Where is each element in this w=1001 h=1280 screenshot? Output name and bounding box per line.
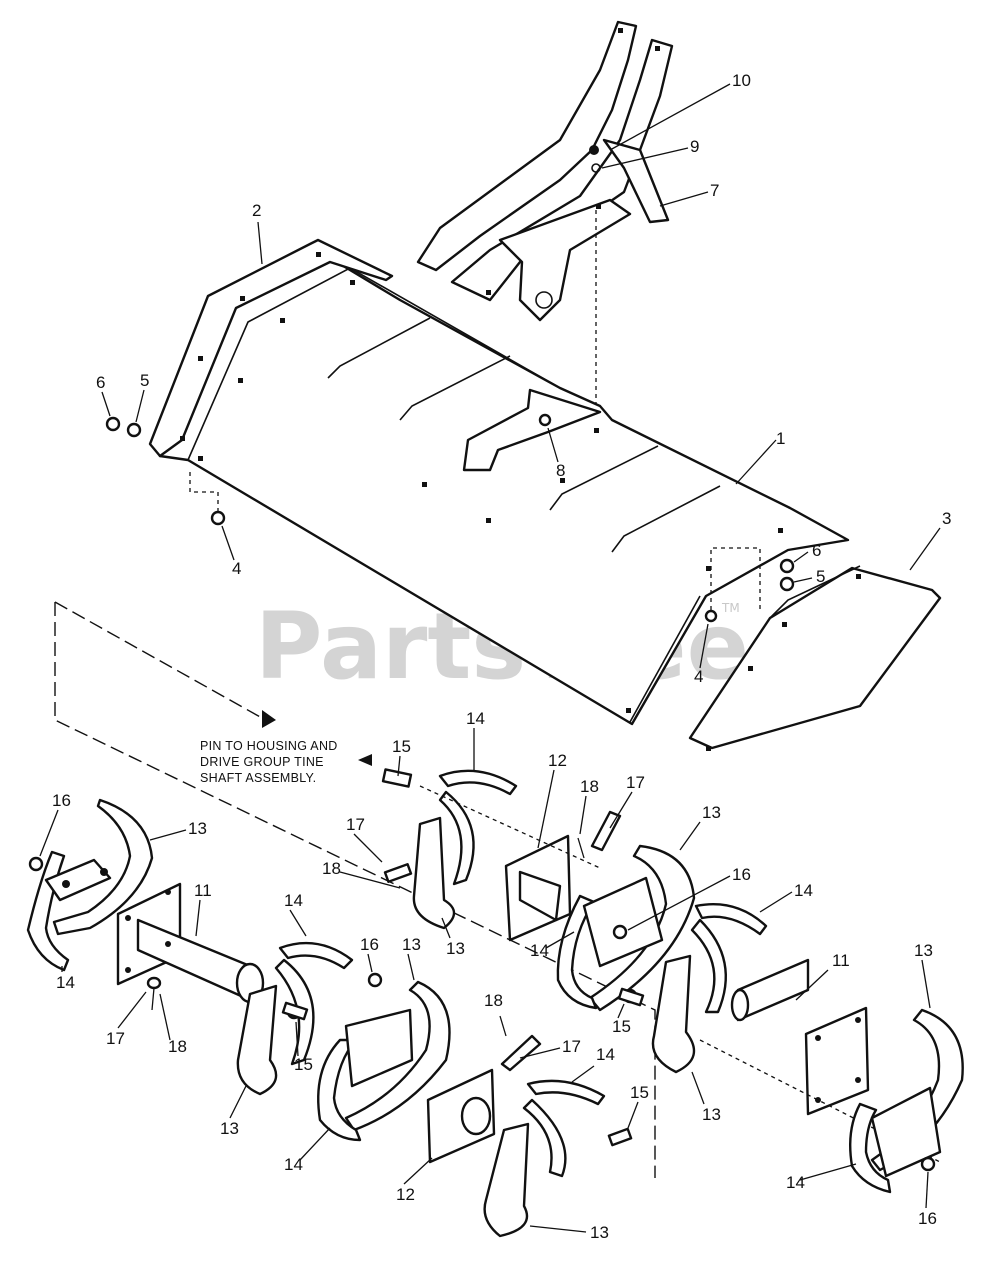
washer-5-right: [779, 576, 795, 592]
callout-13-c: 13: [188, 819, 207, 838]
callout-16-d: 16: [918, 1209, 937, 1228]
callout-18-d: 18: [484, 991, 503, 1010]
callout-12-a: 12: [548, 751, 567, 770]
pin-leader: [54, 602, 656, 1178]
callout-8: 8: [556, 461, 565, 480]
callout-17-a: 17: [626, 773, 645, 792]
watermark-trademark: TM: [721, 601, 740, 615]
callout-18-c: 18: [168, 1037, 187, 1056]
callout-4-right: 4: [694, 667, 703, 686]
callout-4-left: 4: [232, 559, 241, 578]
callout-6-right: 6: [812, 541, 821, 560]
callout-18-a: 18: [580, 777, 599, 796]
callout-5-right: 5: [816, 567, 825, 586]
tine-assembly: [26, 768, 964, 1238]
callout-13-a: 13: [702, 803, 721, 822]
callout-9: 9: [690, 137, 699, 156]
callout-16-c: 16: [360, 935, 379, 954]
hardware-top: [105, 413, 795, 623]
callout-15-b: 15: [294, 1055, 313, 1074]
callout-11-b: 11: [832, 951, 850, 970]
callout-14-b: 14: [794, 881, 813, 900]
nut-6-right: [779, 558, 795, 574]
note-line-3: SHAFT ASSEMBLY.: [200, 771, 316, 785]
callout-14-a: 14: [466, 709, 485, 728]
callouts: 10 9 7 2 6 5 4 8 1 3 6 5 4 15 14 12 18 1…: [39, 71, 951, 1242]
callout-13-f: 13: [590, 1223, 609, 1242]
callout-6-left: 6: [96, 373, 105, 392]
mounting-bracket: [416, 20, 674, 428]
nut-6-left: [105, 416, 121, 432]
callout-10: 10: [732, 71, 751, 90]
callout-14-d: 14: [56, 973, 75, 992]
callout-16-b: 16: [732, 865, 751, 884]
callout-14-f: 14: [284, 1155, 303, 1174]
callout-16-a: 16: [52, 791, 71, 810]
side-plate-right: [688, 565, 942, 751]
note-line-2: DRIVE GROUP TINE: [200, 755, 324, 769]
note-line-1: PIN TO HOUSING AND: [200, 739, 338, 753]
callout-15-c: 15: [630, 1083, 649, 1102]
washer-5-left: [126, 422, 142, 438]
callout-13-h: 13: [914, 941, 933, 960]
callout-1: 1: [776, 429, 785, 448]
callout-18-b: 18: [322, 859, 341, 878]
callout-17-c: 17: [106, 1029, 125, 1048]
callout-13-g: 13: [702, 1105, 721, 1124]
callout-11-a: 11: [194, 881, 212, 900]
callout-14-h: 14: [786, 1173, 805, 1192]
callout-13-b: 13: [446, 939, 465, 958]
note-arrow: [358, 754, 372, 766]
bolt-4-left: [210, 510, 226, 526]
side-plate-left: [148, 238, 394, 458]
callout-3: 3: [942, 509, 951, 528]
callout-7: 7: [710, 181, 719, 200]
bolt-4-right: [704, 609, 718, 623]
arrow-head: [262, 710, 276, 728]
callout-12-b: 12: [396, 1185, 415, 1204]
callout-14-g: 14: [596, 1045, 615, 1064]
callout-15-d: 15: [612, 1017, 631, 1036]
callout-14-e: 14: [284, 891, 303, 910]
arrow-leader: [54, 601, 263, 719]
callout-2: 2: [252, 201, 261, 220]
callout-13-e: 13: [220, 1119, 239, 1138]
bolt-8: [538, 413, 552, 427]
callout-15-a: 15: [392, 737, 411, 756]
callout-13-d: 13: [402, 935, 421, 954]
callout-17-b: 17: [346, 815, 365, 834]
callout-17-d: 17: [562, 1037, 581, 1056]
pin-note: PIN TO HOUSING AND DRIVE GROUP TINE SHAF…: [200, 739, 338, 785]
callout-5-left: 5: [140, 371, 149, 390]
callout-14-c: 14: [530, 941, 549, 960]
